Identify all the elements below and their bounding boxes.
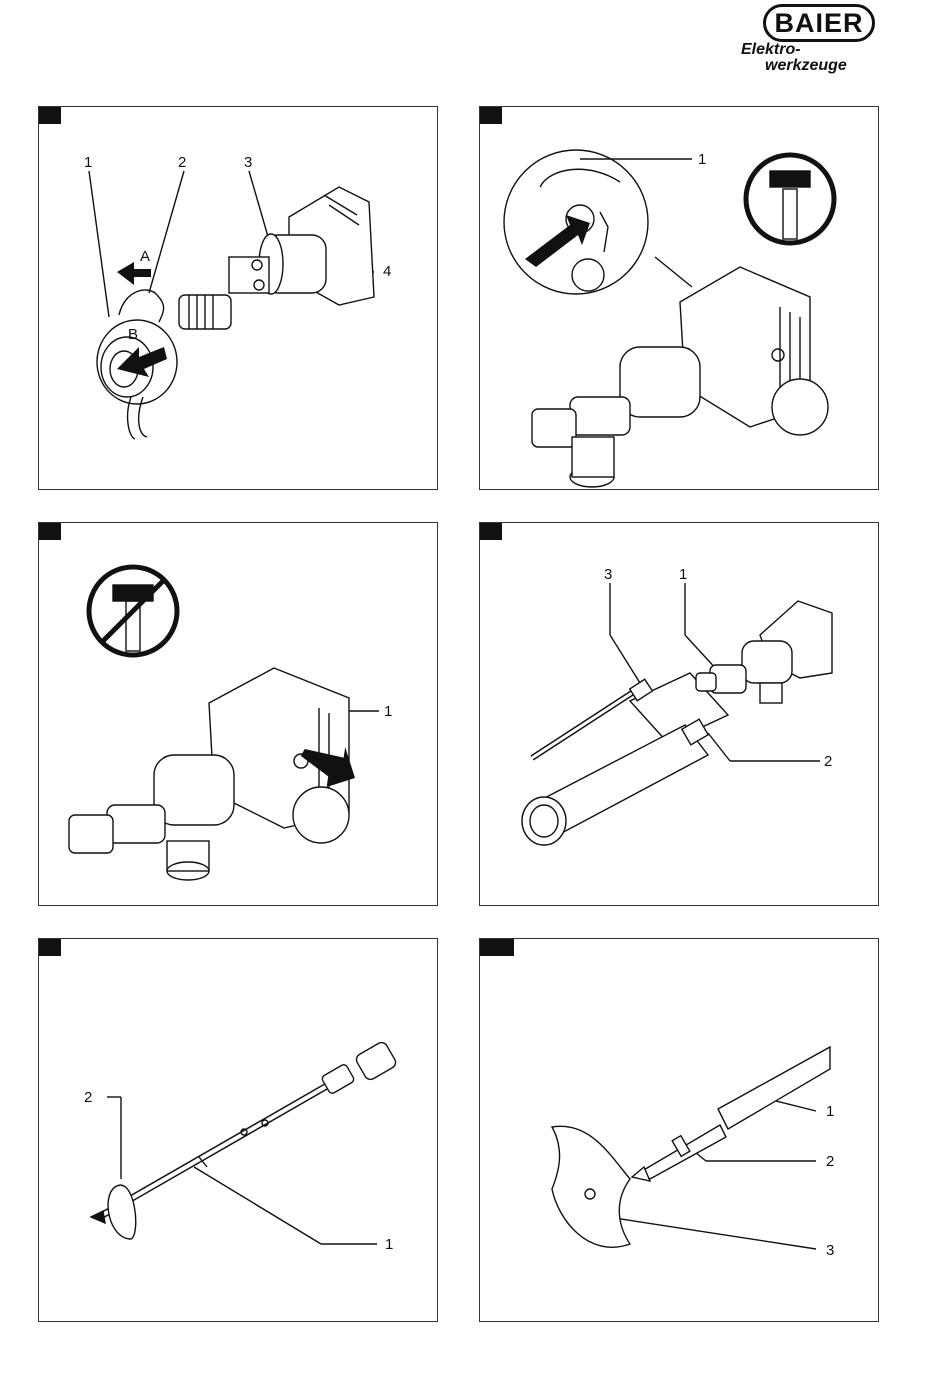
callout-label: 2 — [178, 155, 186, 170]
callout-label: A — [140, 249, 150, 264]
callout-label: 4 — [383, 264, 391, 279]
callout-label: 1 — [679, 567, 687, 582]
callout-label: 3 — [826, 1243, 834, 1258]
callout-label: 3 — [604, 567, 612, 582]
panel-5: 2 1 — [38, 938, 438, 1322]
water-connector-drawing — [39, 107, 439, 491]
brand-name: BAIER — [763, 4, 875, 42]
callout-label: 2 — [826, 1154, 834, 1169]
drill-with-hammer-mode-drawing — [480, 107, 880, 491]
panel-1: 1 2 3 4 A B — [38, 106, 438, 490]
panel-6: 1 2 3 — [479, 938, 879, 1322]
drill-without-hammer-mode-drawing — [39, 523, 439, 907]
callout-label: 2 — [84, 1090, 92, 1105]
panel-4: 3 1 2 — [479, 522, 879, 906]
callout-label: 1 — [384, 704, 392, 719]
brand-logo: BAIER Elektro- werkzeuge — [735, 4, 885, 76]
brand-subtitle-line1: Elektro- — [741, 42, 801, 58]
brand-subtitle-line2: werkzeuge — [765, 58, 847, 74]
callout-label: 1 — [698, 152, 706, 167]
callout-label: 1 — [826, 1104, 834, 1119]
callout-label: 3 — [244, 155, 252, 170]
callout-label: 2 — [824, 754, 832, 769]
callout-label: 1 — [84, 155, 92, 170]
panel-2: 1 — [479, 106, 879, 490]
panel-3: 1 — [38, 522, 438, 906]
centering-rod-drawing — [39, 939, 439, 1323]
centering-plate-drawing — [480, 939, 880, 1323]
callout-label: B — [128, 327, 138, 342]
callout-label: 1 — [385, 1237, 393, 1252]
